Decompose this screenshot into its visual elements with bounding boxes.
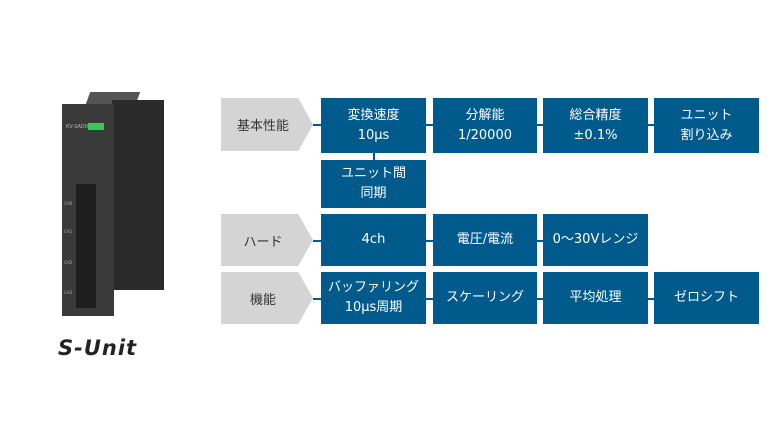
feature-voltage-current: 電圧/電流	[433, 214, 537, 266]
feature-conversion-speed: 変換速度 10µs	[321, 98, 426, 153]
feature-accuracy: 総合精度 ±0.1%	[543, 98, 648, 153]
feature-range: 0～30Vレンジ	[543, 214, 648, 266]
feature-resolution: 分解能 1/20000	[433, 98, 537, 153]
feature-unit-sync: ユニット間 同期	[321, 160, 426, 208]
feature-averaging: 平均処理	[543, 272, 648, 324]
channel-label: CH2	[64, 260, 73, 265]
feature-zero-shift: ゼロシフト	[654, 272, 759, 324]
feature-scaling: スケーリング	[433, 272, 537, 324]
feature-unit-interrupt: ユニット 割り込み	[654, 98, 759, 153]
channel-label: CH1	[64, 229, 73, 234]
feature-buffering: バッファリング 10µs周期	[321, 272, 426, 324]
model-label: KV-SAD04	[66, 124, 92, 130]
feature-4ch: 4ch	[321, 214, 426, 266]
channel-label: CH3	[64, 290, 73, 295]
category-basic-performance: 基本性能	[221, 98, 313, 151]
category-functions: 機能	[221, 272, 313, 324]
s-unit-logo: S-Unit	[58, 336, 138, 360]
category-hardware: ハード	[221, 214, 313, 266]
status-led	[88, 123, 104, 130]
channel-label: CH0	[64, 201, 73, 206]
